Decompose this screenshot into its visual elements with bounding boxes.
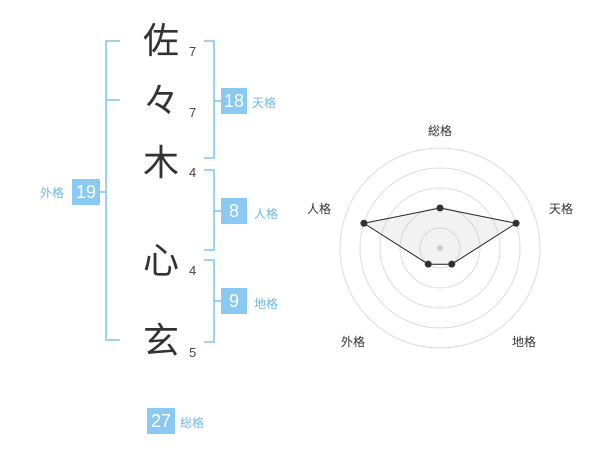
radar-point-0 (436, 204, 444, 212)
name-char-1: 佐 (142, 21, 179, 62)
name-char-3: 木 (142, 143, 179, 184)
radar-ring (379, 187, 501, 309)
soukaku-value: 27 (147, 408, 175, 434)
gaikaku-value: 19 (72, 179, 100, 205)
radar-point-1 (512, 219, 520, 227)
name-char-2-strokes: 7 (189, 105, 197, 120)
name-char-3-strokes: 4 (189, 165, 197, 180)
name-char-4: 心 (142, 241, 179, 282)
radar-points (360, 204, 520, 268)
radar-point-3 (424, 260, 432, 268)
chikaku-value: 9 (221, 288, 247, 314)
gaikaku-bracket (105, 40, 120, 341)
radar-label-chikaku: 地格 (512, 335, 537, 349)
tenkaku-value: 18 (221, 88, 247, 114)
radar-label-soukaku: 総格 (428, 124, 453, 138)
radar-point-4 (360, 219, 368, 227)
radar-label-jinkaku: 人格 (307, 202, 332, 216)
name-char-2: 々 (142, 81, 179, 122)
jinkaku-label: 人格 (254, 207, 279, 221)
radar-ring (339, 147, 541, 349)
radar-ring (359, 167, 521, 329)
radar-center-dot (437, 245, 443, 251)
jinkaku-value: 8 (221, 198, 247, 224)
radar-label-gaikaku: 外格 (341, 335, 366, 349)
radar-point-2 (448, 260, 456, 268)
radar-polygon (362, 207, 518, 265)
tenkaku-label: 天格 (252, 96, 277, 110)
name-char-1-strokes: 7 (189, 44, 197, 59)
gaikaku-label: 外格 (40, 186, 65, 200)
name-char-5: 玄 (142, 321, 179, 362)
tenkaku-bracket (204, 40, 215, 159)
radar-rings (339, 147, 541, 349)
jinkaku-bracket (204, 169, 215, 251)
name-char-4-strokes: 4 (189, 263, 197, 278)
name-char-5-strokes: 5 (189, 345, 197, 360)
radar-label-tenkaku: 天格 (549, 202, 574, 216)
chikaku-label: 地格 (254, 297, 279, 311)
soukaku-label: 総格 (180, 416, 205, 430)
radar-ring (419, 227, 461, 269)
